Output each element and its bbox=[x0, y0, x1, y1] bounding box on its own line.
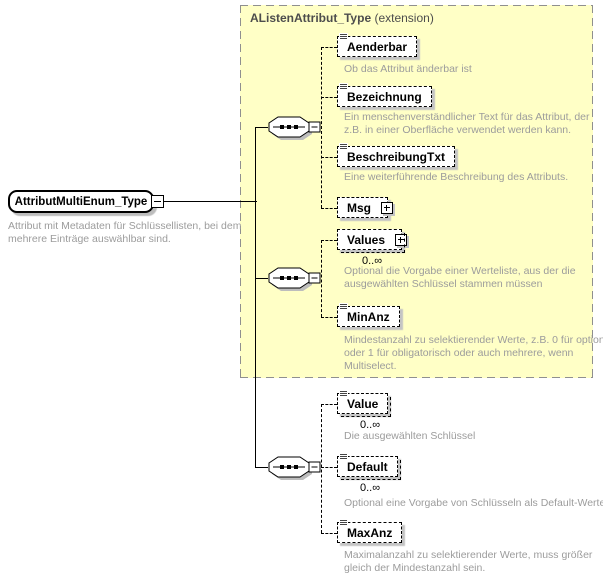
element-label: Value bbox=[347, 396, 379, 411]
expand-plus-icon[interactable] bbox=[381, 202, 393, 214]
connector-line-dashed bbox=[321, 240, 337, 241]
element-label: MinAnz bbox=[347, 309, 390, 324]
connector-line bbox=[255, 278, 268, 279]
extension-title: AListenAttribut_Type (extension) bbox=[250, 11, 434, 25]
element-maxanz[interactable]: MaxAnz bbox=[337, 520, 403, 543]
extension-type-name: AListenAttribut_Type bbox=[250, 11, 372, 25]
element-annotation: Optional eine Vorgabe von Schlüsseln als… bbox=[344, 497, 603, 509]
connector-line-dashed bbox=[321, 47, 337, 48]
text-content-icon bbox=[340, 454, 347, 459]
divider bbox=[592, 5, 593, 378]
divider bbox=[240, 5, 593, 6]
element-annotation: Ein menschenverständlicher Text für das … bbox=[344, 111, 590, 136]
element-msg[interactable]: Msg bbox=[337, 197, 393, 218]
expand-plus-icon[interactable] bbox=[395, 234, 408, 246]
root-element-attributmultienum-type[interactable]: AttributMultiEnum_Type bbox=[8, 190, 154, 213]
connector-line-dashed bbox=[321, 467, 337, 468]
element-label: Msg bbox=[347, 200, 371, 215]
sequence-compositor-icon[interactable] bbox=[267, 453, 321, 485]
element-annotation: Maximalanzahl zu selektierender Werte, m… bbox=[344, 549, 593, 574]
connector-line bbox=[255, 467, 268, 468]
element-label: Values bbox=[347, 232, 386, 247]
collapse-minus-icon[interactable] bbox=[151, 195, 164, 208]
divider bbox=[240, 377, 593, 378]
cardinality-label: 0..∞ bbox=[360, 419, 381, 431]
element-label: Aenderbar bbox=[347, 39, 408, 54]
cardinality-label: 0..∞ bbox=[360, 482, 381, 494]
element-aenderbar[interactable]: Aenderbar bbox=[337, 34, 418, 57]
connector-line-dashed bbox=[321, 157, 337, 158]
element-minanz[interactable]: MinAnz bbox=[337, 304, 400, 327]
element-values[interactable]: Values bbox=[337, 229, 408, 253]
sequence-compositor-icon[interactable] bbox=[267, 264, 321, 296]
element-bezeichnung[interactable]: Bezeichnung bbox=[337, 84, 432, 107]
element-label: MaxAnz bbox=[347, 525, 393, 540]
element-label: BeschreibungTxt bbox=[347, 149, 446, 164]
connector-line-dashed bbox=[321, 317, 337, 318]
text-content-icon bbox=[340, 304, 347, 309]
divider bbox=[240, 5, 241, 378]
text-content-icon bbox=[340, 34, 347, 39]
text-content-icon bbox=[340, 144, 347, 149]
connector-line-dashed bbox=[321, 240, 322, 317]
root-element-label: AttributMultiEnum_Type bbox=[14, 195, 148, 208]
extension-suffix: (extension) bbox=[371, 11, 434, 25]
connector-line bbox=[163, 201, 257, 202]
element-annotation: Eine weiterführende Beschreibung des Att… bbox=[344, 171, 569, 183]
element-label: Bezeichnung bbox=[347, 89, 422, 104]
connector-line bbox=[255, 127, 256, 468]
connector-line-dashed bbox=[321, 208, 337, 209]
element-default[interactable]: Default bbox=[337, 454, 401, 480]
connector-line-dashed bbox=[321, 404, 322, 533]
element-annotation: Mindestanzahl zu selektierender Werte, z… bbox=[344, 334, 603, 372]
element-annotation: Optional die Vorgabe einer Werteliste, a… bbox=[344, 265, 576, 290]
connector-line-dashed bbox=[321, 97, 337, 98]
cardinality-label: 0..∞ bbox=[362, 255, 383, 267]
text-content-icon bbox=[340, 520, 347, 525]
element-value[interactable]: Value bbox=[337, 391, 392, 417]
connector-line-dashed bbox=[321, 404, 337, 405]
connector-line-dashed bbox=[321, 47, 322, 208]
connector-line bbox=[255, 127, 268, 128]
element-annotation: Ob das Attribut änderbar ist bbox=[344, 63, 472, 75]
connector-line-dashed bbox=[321, 533, 337, 534]
root-annotation: Attribut mit Metadaten für Schlüssellist… bbox=[8, 220, 242, 245]
sequence-compositor-icon[interactable] bbox=[267, 113, 321, 145]
element-beschreibungtxt[interactable]: BeschreibungTxt bbox=[337, 144, 456, 167]
text-content-icon bbox=[340, 391, 347, 396]
element-annotation: Die ausgewählten Schlüssel bbox=[344, 430, 476, 442]
extension-container bbox=[240, 5, 593, 378]
text-content-icon bbox=[340, 84, 347, 89]
element-label: Default bbox=[347, 459, 388, 474]
